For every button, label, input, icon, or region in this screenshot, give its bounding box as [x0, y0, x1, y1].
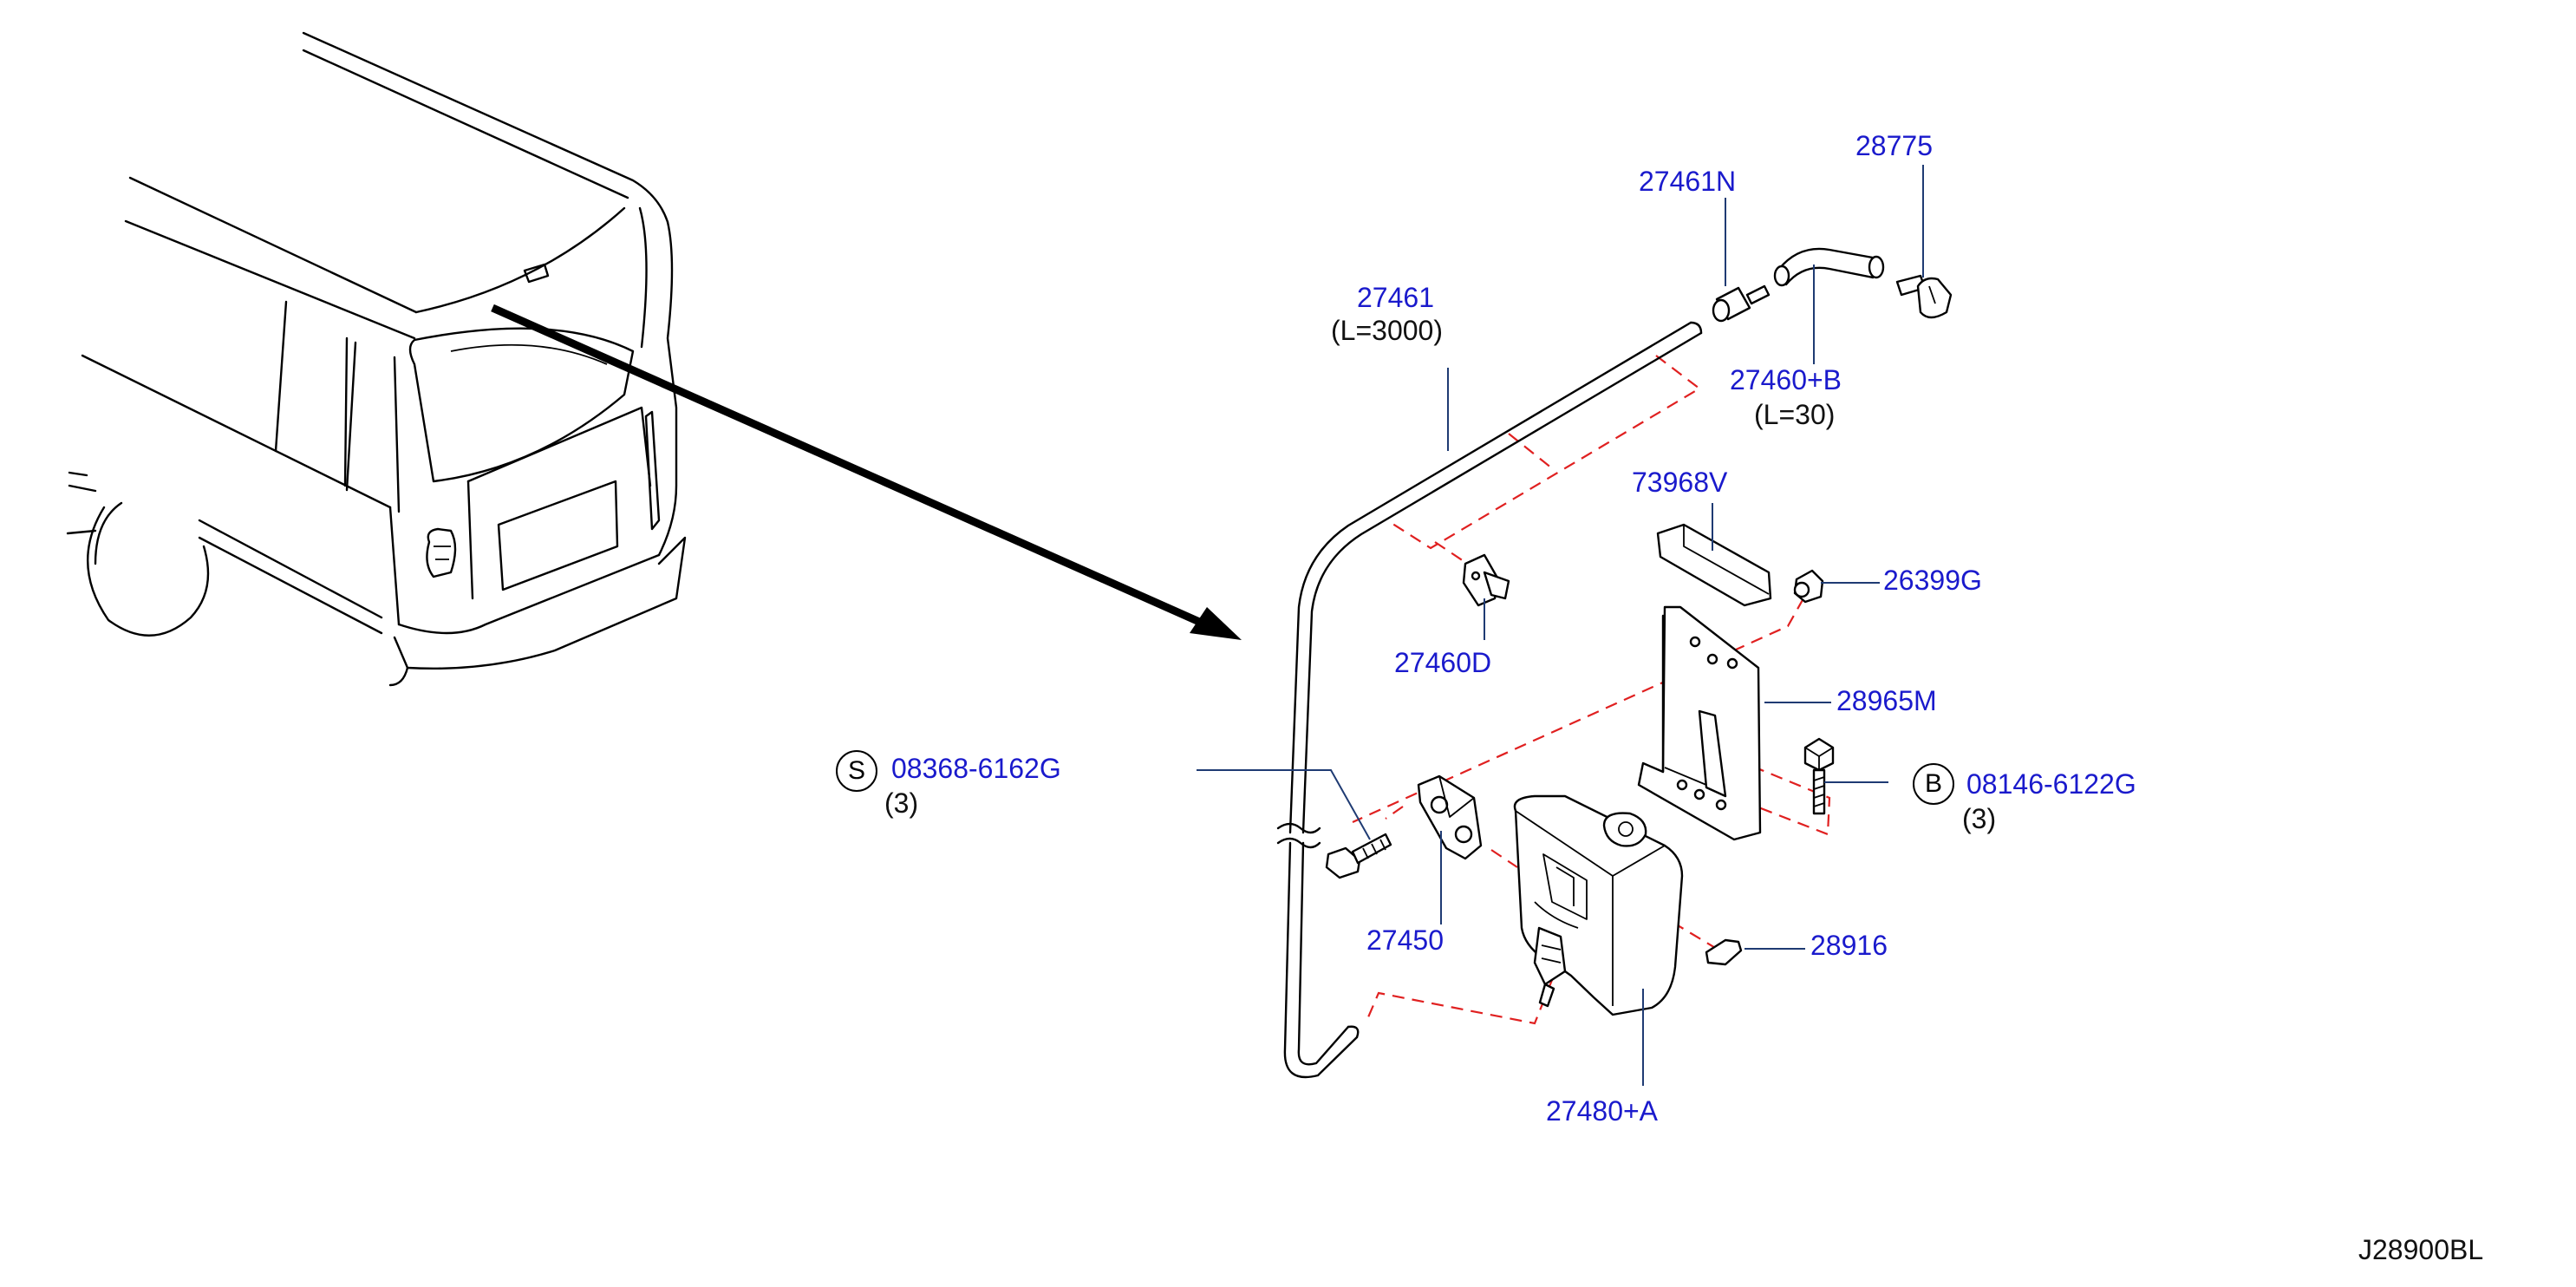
part-label-26399G[interactable]: 26399G — [1883, 565, 1982, 596]
screw-08368 — [1325, 833, 1392, 879]
hose-27460B — [1773, 247, 1885, 287]
part-label-27461[interactable]: 27461 — [1357, 282, 1434, 313]
part-label-27460B[interactable]: 27460+B — [1730, 364, 1842, 395]
part-label-27480A[interactable]: 27480+A — [1546, 1095, 1659, 1127]
part-qty-08368: (3) — [884, 787, 919, 819]
hose-27461 — [1276, 321, 1703, 1079]
part-length-27460B: (L=30) — [1754, 399, 1836, 430]
assembly-guides — [1352, 355, 1831, 1025]
part-label-08146-6122G[interactable]: 08146-6122G — [1966, 768, 2136, 800]
pad-73968V — [1656, 523, 1772, 607]
joint-27461N — [1712, 284, 1771, 323]
bolt-symbol-circle: B — [1913, 763, 1954, 805]
tank-27480A — [1513, 794, 1684, 1016]
bracket-27450 — [1417, 774, 1483, 860]
nozzle-28775 — [1895, 274, 1953, 319]
part-length-27461: (L=3000) — [1331, 315, 1443, 346]
bolt-08146 — [1803, 737, 1835, 815]
part-label-27450[interactable]: 27450 — [1366, 924, 1444, 956]
part-label-08368-6162G[interactable]: 08368-6162G — [891, 753, 1061, 784]
bracket-28965M — [1637, 605, 1762, 841]
screw-symbol-circle: S — [836, 750, 877, 792]
label-28916 — [1705, 938, 1743, 966]
part-label-27460D[interactable]: 27460D — [1394, 647, 1492, 678]
part-label-28775[interactable]: 28775 — [1855, 130, 1933, 161]
van-illustration — [66, 31, 1242, 687]
part-label-28965M[interactable]: 28965M — [1836, 685, 1937, 716]
clip-27460D — [1462, 553, 1510, 607]
part-label-73968V[interactable]: 73968V — [1632, 467, 1728, 498]
part-label-28916[interactable]: 28916 — [1810, 930, 1888, 961]
nut-26399G — [1793, 569, 1824, 604]
leader-lines — [1197, 165, 1924, 1086]
part-qty-08146: (3) — [1962, 803, 1997, 834]
part-label-27461N[interactable]: 27461N — [1639, 166, 1737, 197]
diagram-code: J28900BL — [2358, 1234, 2484, 1265]
